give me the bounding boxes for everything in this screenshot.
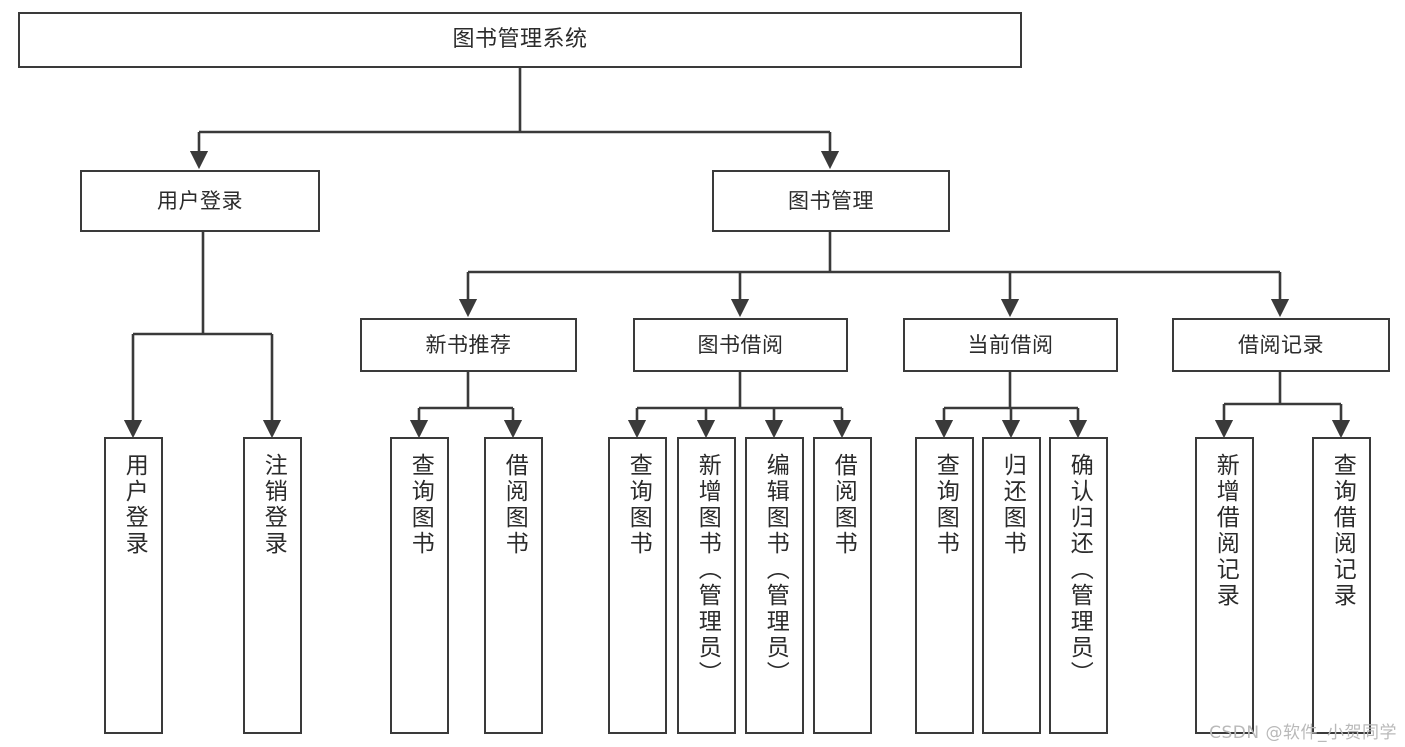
leaf-current-query-books-label: 查询图书 xyxy=(932,453,959,557)
node-current-borrow[interactable]: 当前借阅 xyxy=(903,318,1118,372)
leaf-borrow-query-books[interactable]: 查询图书 xyxy=(608,437,667,734)
node-user-login[interactable]: 用户登录 xyxy=(80,170,320,232)
leaf-newbook-query-books-label: 查询图书 xyxy=(407,453,434,557)
leaf-newbook-borrow-books-label: 借阅图书 xyxy=(501,453,528,557)
leaf-current-return-books-label: 归还图书 xyxy=(999,453,1026,557)
leaf-borrow-borrow-books[interactable]: 借阅图书 xyxy=(813,437,872,734)
leaf-current-query-books[interactable]: 查询图书 xyxy=(915,437,974,734)
leaf-borrow-query-books-label: 查询图书 xyxy=(625,453,652,557)
leaf-record-query-record[interactable]: 查询借阅记录 xyxy=(1312,437,1371,734)
node-user-login-label: 用户登录 xyxy=(157,188,243,213)
node-new-book-recommend-label: 新书推荐 xyxy=(425,332,512,357)
leaf-current-confirm-return-admin-label: 确认归还（管理员） xyxy=(1066,453,1093,687)
leaf-record-query-record-label: 查询借阅记录 xyxy=(1329,453,1356,609)
leaf-current-return-books[interactable]: 归还图书 xyxy=(982,437,1041,734)
leaf-record-add-record[interactable]: 新增借阅记录 xyxy=(1195,437,1254,734)
csdn-watermark: CSDN @软件_小贺同学 xyxy=(1209,723,1397,743)
leaf-user-login[interactable]: 用户登录 xyxy=(104,437,163,734)
leaf-logout[interactable]: 注销登录 xyxy=(243,437,302,734)
node-current-borrow-label: 当前借阅 xyxy=(967,332,1054,357)
node-book-management[interactable]: 图书管理 xyxy=(712,170,950,232)
leaf-borrow-edit-book-admin-label: 编辑图书（管理员） xyxy=(762,453,789,687)
leaf-logout-label: 注销登录 xyxy=(260,453,287,557)
node-book-management-label: 图书管理 xyxy=(788,188,874,213)
leaf-borrow-edit-book-admin[interactable]: 编辑图书（管理员） xyxy=(745,437,804,734)
leaf-borrow-borrow-books-label: 借阅图书 xyxy=(830,453,857,557)
leaf-newbook-borrow-books[interactable]: 借阅图书 xyxy=(484,437,543,734)
leaf-record-add-record-label: 新增借阅记录 xyxy=(1212,453,1239,609)
leaf-borrow-add-book-admin-label: 新增图书（管理员） xyxy=(694,453,721,687)
node-book-borrow[interactable]: 图书借阅 xyxy=(633,318,848,372)
leaf-newbook-query-books[interactable]: 查询图书 xyxy=(390,437,449,734)
node-root[interactable]: 图书管理系统 xyxy=(18,12,1022,68)
node-borrow-record-label: 借阅记录 xyxy=(1238,332,1324,357)
leaf-borrow-add-book-admin[interactable]: 新增图书（管理员） xyxy=(677,437,736,734)
node-borrow-record[interactable]: 借阅记录 xyxy=(1172,318,1390,372)
node-book-borrow-label: 图书借阅 xyxy=(697,332,784,357)
leaf-current-confirm-return-admin[interactable]: 确认归还（管理员） xyxy=(1049,437,1108,734)
node-root-label: 图书管理系统 xyxy=(452,27,588,53)
leaf-user-login-label: 用户登录 xyxy=(121,453,148,557)
node-new-book-recommend[interactable]: 新书推荐 xyxy=(360,318,577,372)
